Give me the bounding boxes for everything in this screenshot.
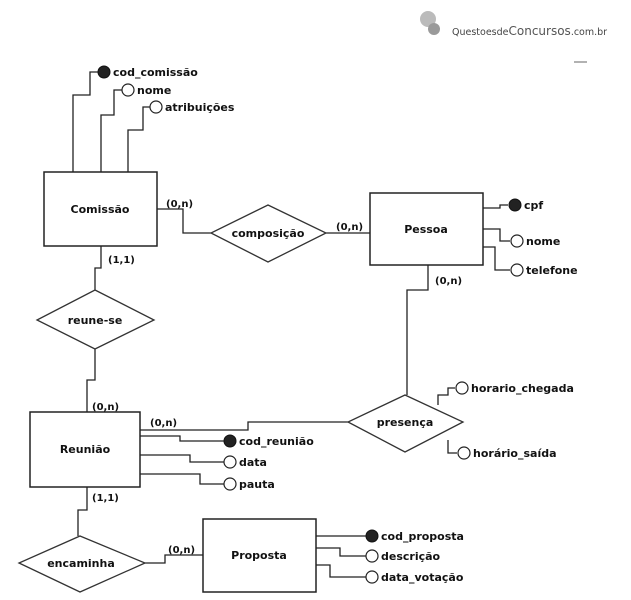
entity-reuniao-label: Reunião [60, 443, 111, 456]
connector-cpf [483, 204, 508, 209]
attribute-nome-pessoa: nome [526, 235, 560, 248]
cardinality-comissao-composicao: (0,n) [166, 199, 193, 210]
connector-telefone [483, 246, 510, 271]
connector-atribuicoes [127, 106, 150, 172]
relationship-composicao-label: composição [232, 227, 305, 240]
connector-pauta [140, 473, 224, 485]
attribute-horario-chegada: horario_chegada [471, 382, 574, 395]
attribute-icon [365, 549, 379, 563]
key-attribute-icon [365, 529, 379, 543]
relationship-reune-se-label: reune-se [68, 314, 123, 327]
entity-proposta-label: Proposta [231, 549, 287, 562]
relationship-encaminha-label: encaminha [47, 557, 115, 570]
attribute-data: data [239, 456, 267, 469]
attribute-icon [223, 455, 237, 469]
connector-data-votacao [316, 564, 366, 578]
attribute-cod-reuniao: cod_reunião [239, 435, 314, 448]
cardinality-reuniao-reune: (0,n) [92, 402, 119, 413]
connector-horario-chegada [437, 387, 455, 405]
connector-nome-pessoa [483, 228, 510, 242]
watermark-logo-icon-small [428, 23, 440, 35]
attribute-icon [510, 234, 524, 248]
key-attribute-icon [508, 198, 522, 212]
entity-pessoa-label: Pessoa [404, 223, 448, 236]
attribute-data-votacao: data_votação [381, 571, 464, 584]
connector-pessoa-presenca [406, 265, 429, 395]
attribute-icon [149, 100, 163, 114]
relationship-encaminha: encaminha [17, 535, 147, 593]
attribute-telefone: telefone [526, 264, 578, 277]
relationship-reune-se: reune-se [35, 289, 156, 350]
cardinality-proposta-encaminha: (0,n) [168, 545, 195, 556]
relationship-presenca-label: presença [377, 416, 434, 429]
attribute-pauta: pauta [239, 478, 275, 491]
attribute-icon [121, 83, 135, 97]
attribute-descricao: descrição [381, 550, 441, 563]
connector-comissao-reune [94, 246, 102, 290]
attribute-atribuicoes: atribuições [165, 101, 235, 114]
connector-comissao-composicao [157, 208, 211, 234]
watermark: QuestoesdeConcursos.com.br [420, 11, 607, 38]
connector-data [140, 454, 224, 463]
entity-comissao: Comissão [43, 171, 158, 247]
entity-reuniao: Reunião [29, 411, 141, 488]
attribute-icon [455, 381, 469, 395]
entity-proposta: Proposta [202, 518, 317, 593]
connector-nome-comissao [100, 89, 122, 172]
connector-cod-reuniao [140, 435, 224, 442]
attribute-cpf: cpf [524, 199, 543, 212]
attribute-nome-comissao: nome [137, 84, 171, 97]
watermark-logo-icon [420, 11, 436, 27]
attribute-icon [223, 477, 237, 491]
connector-encaminha-proposta [145, 554, 203, 564]
cardinality-pessoa-composicao: (0,n) [336, 222, 363, 233]
attribute-horario-saida: horário_saída [473, 447, 557, 460]
cardinality-pessoa-presenca: (0,n) [435, 276, 462, 287]
attribute-cod-proposta: cod_proposta [381, 530, 464, 543]
connector-descricao [316, 547, 366, 557]
connector-horario-saida [447, 440, 457, 454]
relationship-presenca: presença [346, 394, 465, 453]
cardinality-reuniao-presenca: (0,n) [150, 418, 177, 429]
attribute-cod-comissao: cod_comissão [113, 66, 198, 79]
attribute-icon [510, 263, 524, 277]
connector-reuniao-presenca [140, 421, 348, 431]
cardinality-comissao-reune: (1,1) [108, 255, 135, 266]
relationship-composicao: composição [209, 204, 328, 263]
key-attribute-icon [223, 434, 237, 448]
attribute-icon [457, 446, 471, 460]
entity-comissao-label: Comissão [71, 203, 130, 216]
connector-reuniao-encaminha [77, 487, 88, 536]
entity-pessoa: Pessoa [369, 192, 484, 266]
key-attribute-icon [97, 65, 111, 79]
connector-reune-reuniao [86, 349, 96, 412]
cardinality-reuniao-encaminha: (1,1) [92, 493, 119, 504]
watermark-text: QuestoesdeConcursos.com.br [452, 24, 607, 38]
connector-cod-comissao [72, 71, 98, 172]
attribute-icon [365, 570, 379, 584]
